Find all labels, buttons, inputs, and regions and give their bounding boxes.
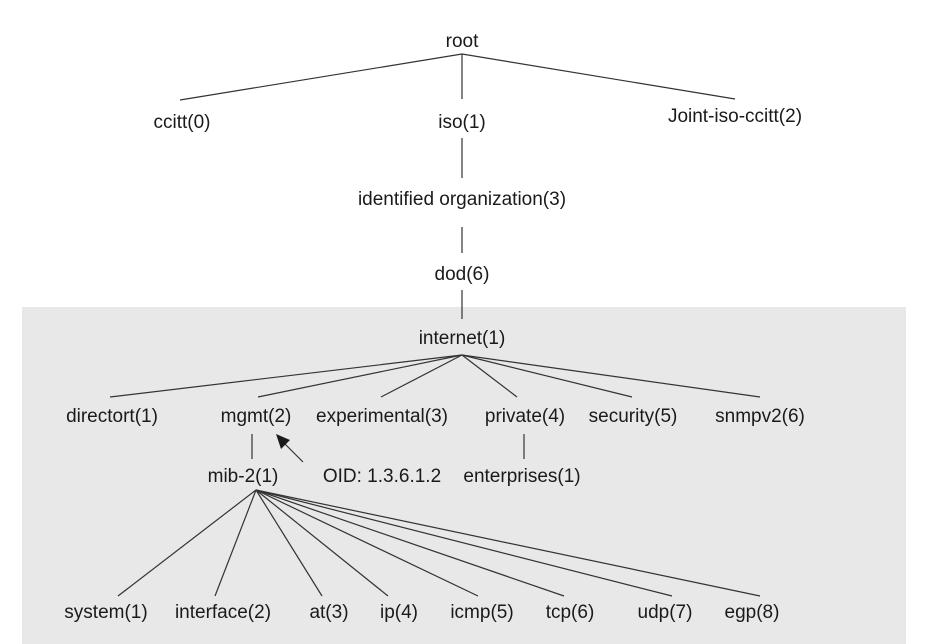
node-iso: iso(1) [438,112,486,133]
node-mib2: mib-2(1) [208,466,279,487]
edge-mib2-at [255,489,323,597]
node-security: security(5) [589,406,678,427]
node-interface: interface(2) [175,602,271,623]
node-system: system(1) [64,602,147,623]
edge-root-joint [461,53,736,100]
edge-mib2-interface [214,489,257,597]
edge-internet-private [461,354,518,398]
node-tcp: tcp(6) [546,602,595,623]
edge-mib2-system [117,489,257,597]
edge-internet-directory [109,354,463,398]
edges-group [109,53,761,597]
node-identified-organization: identified organization(3) [358,189,566,210]
edge-internet-mgmt [257,354,463,398]
edge-internet-experimental [380,354,463,398]
edge-mib2-icmp [255,489,479,597]
node-icmp: icmp(5) [450,602,513,623]
edge-internet-security [461,354,633,398]
node-experimental: experimental(3) [316,406,448,427]
node-internet: internet(1) [419,328,506,349]
oid-annotation-arrow-line [283,442,304,463]
oid-annotation-arrowhead [276,434,290,449]
node-private: private(4) [485,406,565,427]
edge-root-ccitt [179,53,463,101]
node-ip: ip(4) [380,602,418,623]
nodes-group: root ccitt(0) iso(1) Joint-iso-ccitt(2) … [64,31,805,623]
node-root: root [446,31,479,52]
edge-internet-snmpv2 [461,354,761,398]
edge-mib2-tcp [255,489,565,597]
node-mgmt: mgmt(2) [221,406,292,427]
node-at: at(3) [309,602,348,623]
node-udp: udp(7) [638,602,693,623]
edge-mib2-ip [255,489,389,597]
edge-mib2-udp [255,489,673,597]
node-directory: directort(1) [66,406,158,427]
node-dod: dod(6) [435,264,490,285]
node-joint-iso-ccitt: Joint-iso-ccitt(2) [668,106,802,127]
node-enterprises: enterprises(1) [463,466,580,487]
edge-mib2-egp [255,489,761,597]
oid-annotation: OID: 1.3.6.1.2 [323,466,441,487]
internet-subtree-shaded-region [22,307,906,644]
node-snmpv2: snmpv2(6) [715,406,805,427]
node-ccitt: ccitt(0) [154,112,211,133]
node-egp: egp(8) [725,602,780,623]
